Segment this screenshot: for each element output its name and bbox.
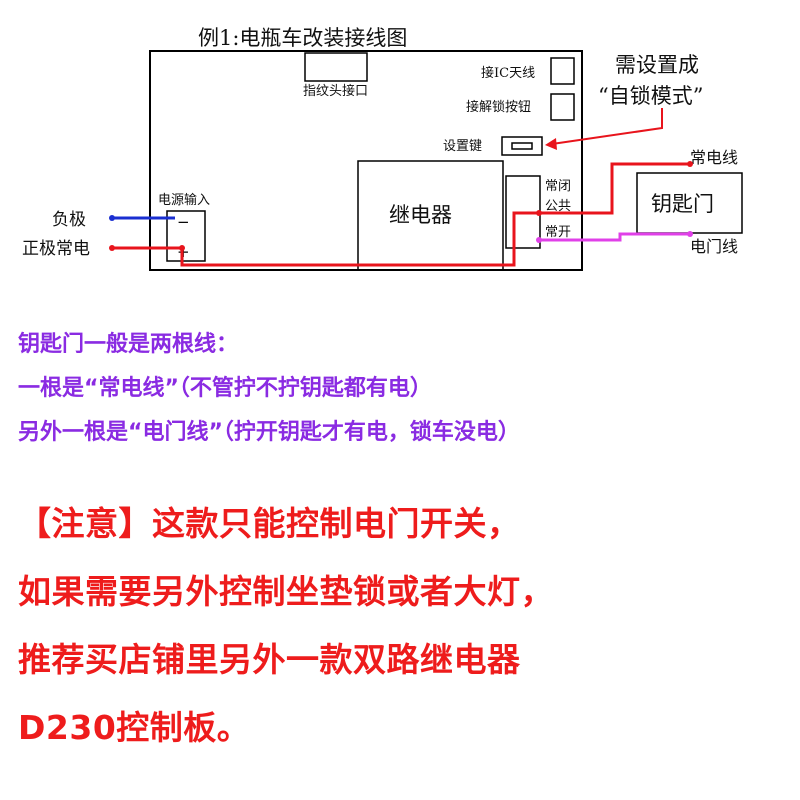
diagram-title: 例1:电瓶车改装接线图 <box>198 26 407 50</box>
warning-line-4: D230控制板。 <box>18 708 251 747</box>
unlock-button-label: 接解锁按钮 <box>466 99 531 115</box>
warning-line-3: 推荐买店铺里另外一款双路继电器 <box>18 640 521 679</box>
always-on-wire-label: 常电线 <box>690 148 738 167</box>
negative-terminal-label: 负极 <box>52 210 86 230</box>
nc-terminal-label: 常闭 <box>545 179 571 194</box>
callout-line-1: 需设置成 <box>615 53 699 77</box>
minus-terminal-sign: − <box>177 213 190 231</box>
fingerprint-port-box <box>304 52 368 82</box>
common-terminal-node <box>536 210 542 216</box>
power-input-box <box>166 210 206 262</box>
positive-terminal-label: 正极常电 <box>22 239 90 259</box>
key-switch-always-on-node <box>687 161 693 167</box>
ic-antenna-label: 接IC天线 <box>481 65 535 81</box>
ic-antenna-box <box>550 57 575 85</box>
callout-arrowhead <box>545 138 557 150</box>
common-terminal-label: 公共 <box>545 199 571 214</box>
ignition-wire-label: 电门线 <box>690 237 738 256</box>
callout-line-2: “自锁模式” <box>598 84 703 108</box>
key-switch-ignition-node <box>687 231 693 237</box>
power-plus-node <box>179 245 185 251</box>
unlock-button-box <box>550 93 575 121</box>
relay-box <box>357 160 504 271</box>
note-line-1: 钥匙门一般是两根线： <box>18 332 239 357</box>
callout-arrow-line <box>551 108 663 145</box>
warning-line-2: 如果需要另外控制坐垫锁或者大灯， <box>18 572 554 611</box>
no-terminal-node <box>536 237 542 243</box>
positive-wire-end <box>109 245 115 251</box>
warning-line-1: 【注意】这款只能控制电门开关， <box>18 504 521 543</box>
relay-label: 继电器 <box>389 203 452 227</box>
setting-key-slot <box>511 142 533 150</box>
key-switch-label: 钥匙门 <box>651 192 714 216</box>
negative-wire-end <box>109 215 115 221</box>
ignition-wire <box>539 232 690 242</box>
no-terminal-label: 常开 <box>545 225 571 240</box>
note-line-2: 一根是“常电线”（不管拧不拧钥匙都有电） <box>18 376 432 401</box>
setting-key-box <box>501 136 543 156</box>
wiring-diagram: 例1:电瓶车改装接线图 指纹头接口 接IC天线 接解锁按钮 设置键 继电器 常闭… <box>22 26 743 271</box>
power-input-label: 电源输入 <box>158 192 210 208</box>
fingerprint-port-label: 指纹头接口 <box>303 83 368 99</box>
setting-key-label: 设置键 <box>443 139 482 154</box>
note-line-3: 另外一根是“电门线”（拧开钥匙才有电，锁车没电） <box>18 420 520 445</box>
